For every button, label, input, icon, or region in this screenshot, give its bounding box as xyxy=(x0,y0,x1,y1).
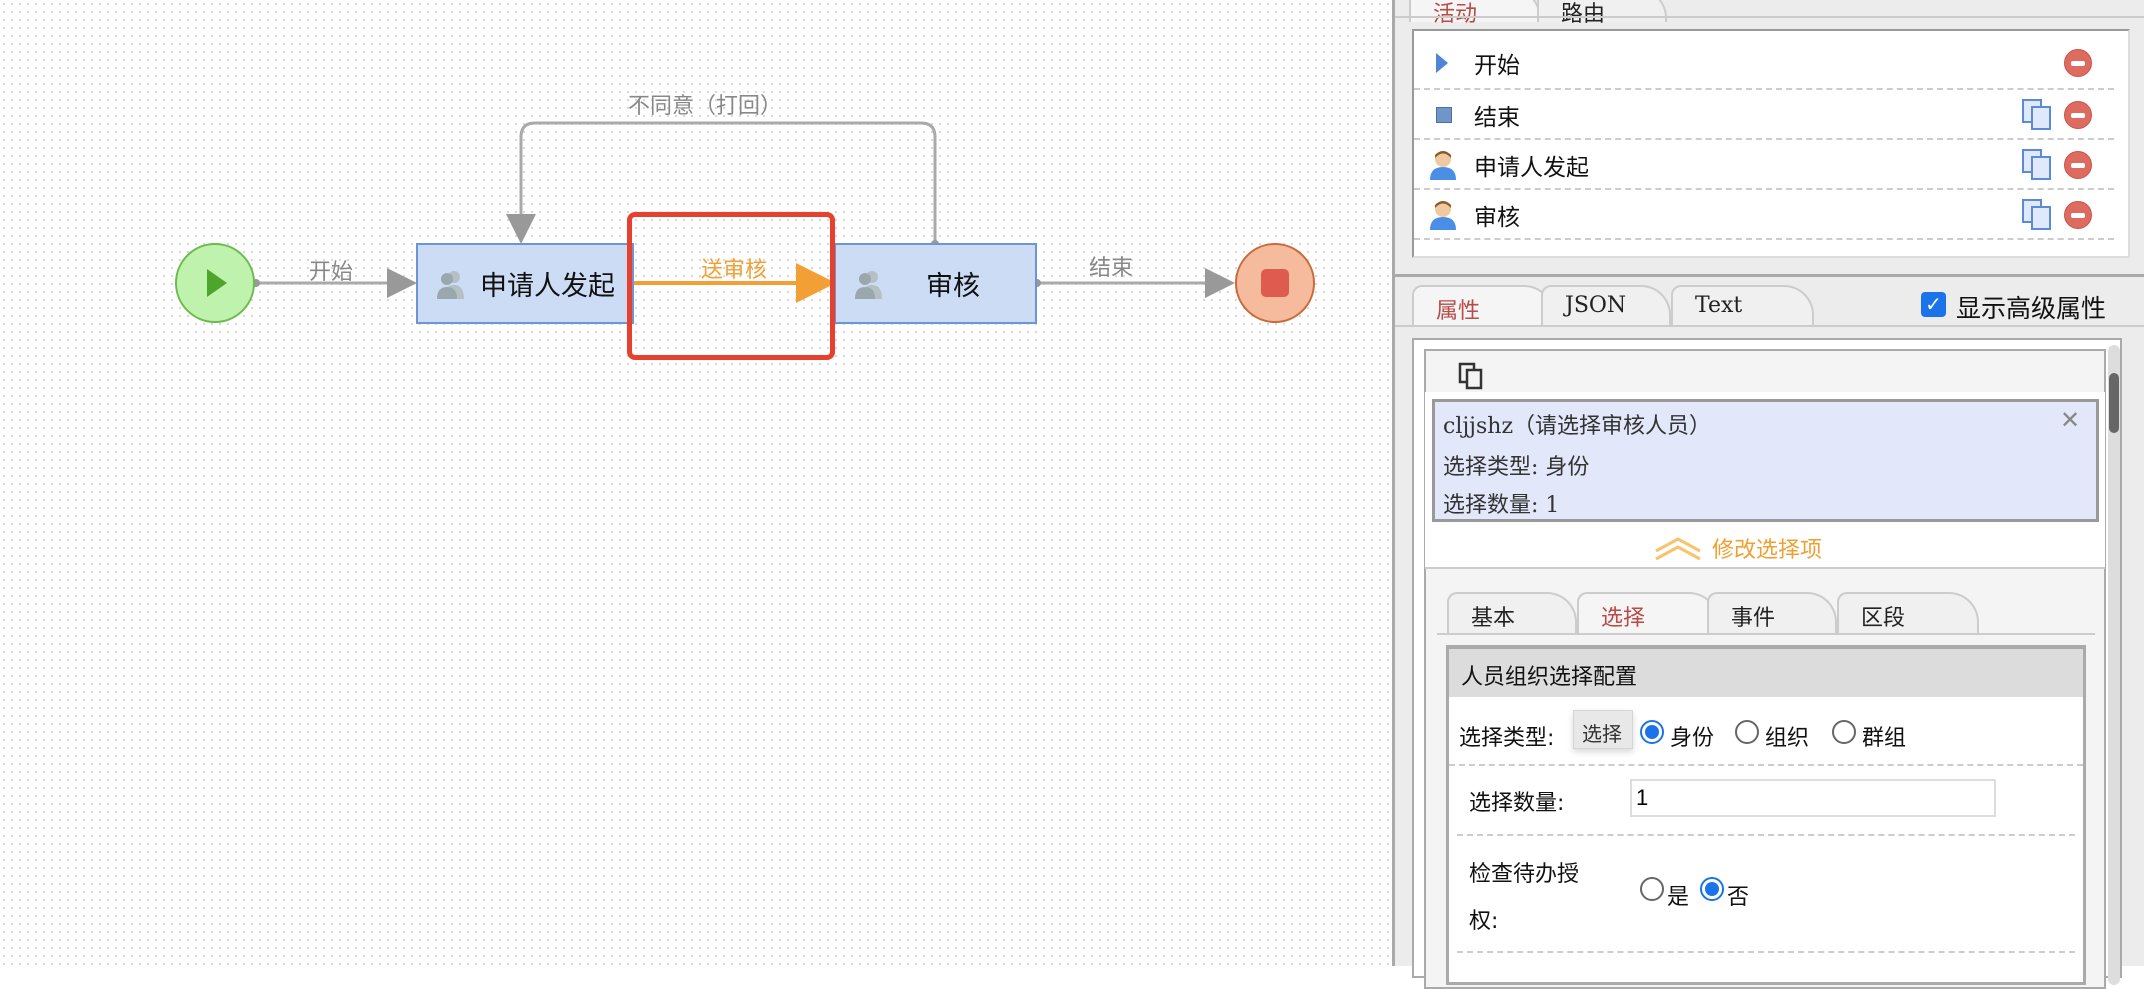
users-icon xyxy=(855,270,882,299)
tab-selection[interactable]: 选择 xyxy=(1577,592,1719,634)
edge-label-start: 开始 xyxy=(308,260,354,285)
edge-label-reject: 不同意（打回） xyxy=(627,94,783,119)
check-option-label: 否 xyxy=(1727,885,1750,910)
separator xyxy=(1414,138,2114,140)
separator xyxy=(1414,238,2114,240)
type-radio-org[interactable] xyxy=(1735,720,1759,744)
separator xyxy=(1414,88,2114,90)
copy-icon[interactable] xyxy=(1458,362,1484,390)
show-advanced-label: 显示高级属性 xyxy=(1956,294,2107,323)
list-item[interactable]: 申请人发起 xyxy=(1414,140,2128,190)
flow-canvas[interactable]: 申请人发起 审核 开始 送审核 结束 不同意（打回） xyxy=(0,0,1394,966)
applicant-node[interactable]: 申请人发起 xyxy=(416,243,634,324)
type-option-label: 群组 xyxy=(1862,726,1907,751)
selection-type: 选择类型: 身份 xyxy=(1443,455,1590,480)
count-label: 选择数量: xyxy=(1469,791,1565,816)
tab-sections[interactable]: 区段 xyxy=(1837,592,1979,634)
activity-list: 开始 结束 申请人发起 审核 xyxy=(1412,29,2130,258)
delete-icon[interactable] xyxy=(2064,49,2092,77)
copy-icon[interactable] xyxy=(2022,149,2052,181)
selection-summary[interactable]: cljjshz（请选择审核人员） 选择类型: 身份 选择数量: 1 ✕ xyxy=(1432,399,2099,522)
tab-events[interactable]: 事件 xyxy=(1707,592,1837,634)
tab-json[interactable]: JSON xyxy=(1541,285,1671,325)
check-auth-radio-no[interactable] xyxy=(1700,877,1724,901)
modify-selection-button[interactable]: 修改选择项 xyxy=(1654,533,1822,563)
copy-icon[interactable] xyxy=(2022,199,2052,231)
divider xyxy=(1395,325,2144,327)
edges-layer xyxy=(252,121,1235,303)
start-node[interactable] xyxy=(175,243,255,323)
scrollbar[interactable] xyxy=(2108,345,2120,985)
activity-name: 开始 xyxy=(1474,53,1520,79)
start-triangle-icon xyxy=(1436,53,1448,73)
count-input[interactable] xyxy=(1630,779,1996,817)
copy-icon[interactable] xyxy=(2022,99,2052,131)
tab-routes[interactable]: 路由 xyxy=(1537,0,1667,27)
type-radio-group[interactable] xyxy=(1832,720,1856,744)
check-option-label: 是 xyxy=(1667,885,1690,910)
separator xyxy=(1414,188,2114,190)
close-icon[interactable]: ✕ xyxy=(2060,406,2081,434)
config-section: 人员组织选择配置 选择类型: 选择 身份 组织 群组 选择数量: 检查待办授 权… xyxy=(1446,645,2086,985)
type-option-label: 身份 xyxy=(1670,726,1715,751)
config-header: 人员组织选择配置 xyxy=(1461,665,1638,690)
type-radio-identity[interactable] xyxy=(1640,720,1664,744)
list-item[interactable]: 结束 xyxy=(1414,90,2128,140)
tooltip: 选择 xyxy=(1573,710,1633,749)
review-node[interactable]: 审核 xyxy=(834,243,1037,324)
activity-name: 申请人发起 xyxy=(1474,155,1589,181)
selection-title: cljjshz（请选择审核人员） xyxy=(1443,414,1712,439)
tab-text[interactable]: Text xyxy=(1671,285,1814,325)
divider xyxy=(1395,274,2144,277)
delete-icon[interactable] xyxy=(2064,101,2092,129)
stop-icon xyxy=(1261,269,1289,297)
delete-icon[interactable] xyxy=(2064,151,2092,179)
check-auth-label-2: 权: xyxy=(1469,909,1499,934)
show-advanced-checkbox[interactable]: ✓ xyxy=(1921,292,1946,317)
selection-count: 选择数量: 1 xyxy=(1443,493,1560,518)
person-icon xyxy=(1430,151,1456,180)
scrollbar-thumb[interactable] xyxy=(2109,373,2119,433)
review-node-label: 审核 xyxy=(926,271,980,302)
tab-activities[interactable]: 活动 xyxy=(1409,0,1541,27)
properties-panel: 活动 路由 开始 结束 申请人发起 审核 xyxy=(1392,0,2144,989)
delete-icon[interactable] xyxy=(2064,201,2092,229)
type-label: 选择类型: xyxy=(1459,726,1555,751)
tab-properties[interactable]: 属性 xyxy=(1412,285,1554,325)
modify-selection-label: 修改选择项 xyxy=(1712,538,1823,563)
type-option-label: 组织 xyxy=(1765,726,1810,751)
person-icon xyxy=(1430,201,1456,230)
play-icon xyxy=(207,269,227,297)
properties-body: cljjshz（请选择审核人员） 选择类型: 身份 选择数量: 1 ✕ 修改选择… xyxy=(1412,338,2122,989)
check-auth-radio-yes[interactable] xyxy=(1640,877,1664,901)
end-node[interactable] xyxy=(1235,243,1315,323)
tab-basic[interactable]: 基本 xyxy=(1447,592,1577,634)
users-icon xyxy=(437,270,464,299)
selection-highlight xyxy=(627,212,835,360)
edge-label-end: 结束 xyxy=(1088,256,1134,281)
edge-label-submit: 送审核 xyxy=(700,258,768,283)
list-item[interactable]: 审核 xyxy=(1414,190,2128,240)
end-square-icon xyxy=(1436,107,1452,123)
divider xyxy=(1395,16,2144,18)
activity-name: 结束 xyxy=(1474,105,1520,131)
chevron-up-icon xyxy=(1655,537,1701,561)
activity-name: 审核 xyxy=(1474,205,1520,231)
list-item[interactable]: 开始 xyxy=(1414,38,2128,88)
applicant-node-label: 申请人发起 xyxy=(480,271,615,302)
check-auth-label: 检查待办授 xyxy=(1469,862,1580,887)
